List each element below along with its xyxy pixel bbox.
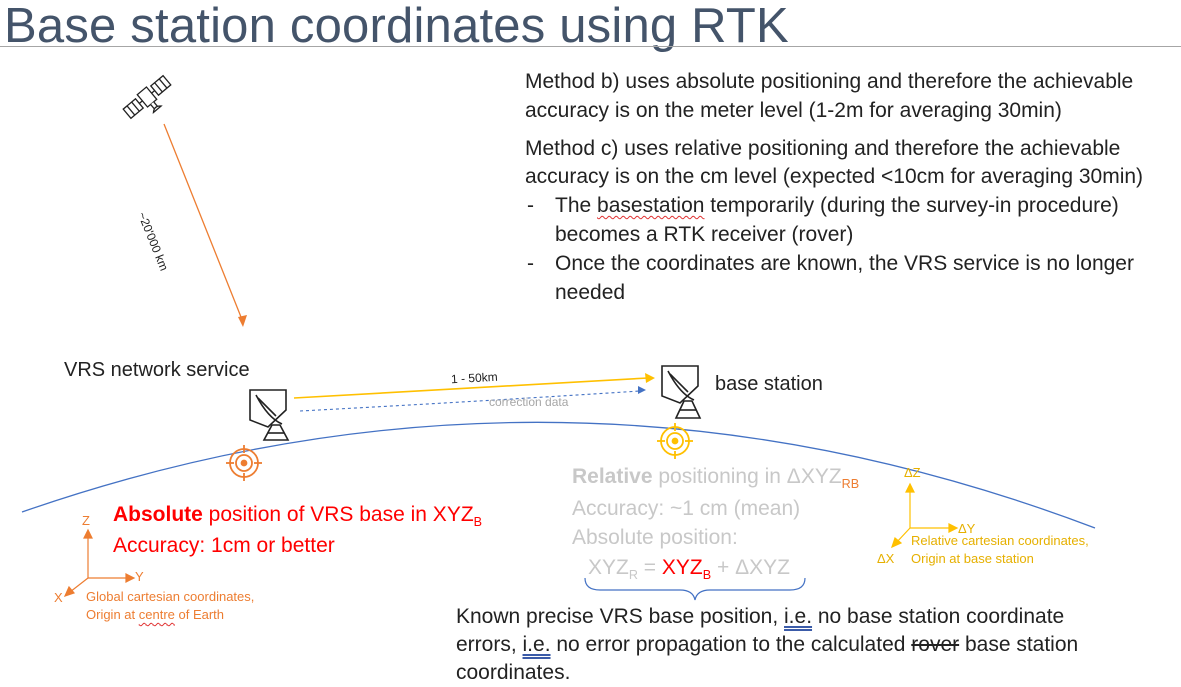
relative-title: Relative positioning in ΔXYZRB (572, 465, 859, 491)
absolute-bold: Absolute (113, 503, 203, 526)
relative-caption-1: Relative cartesian coordinates, (911, 533, 1089, 548)
bullet-2-line2: needed (555, 281, 626, 304)
page-title: Base station coordinates using RTK (4, 0, 789, 53)
global-caption-2: Origin at centre of Earth (86, 607, 224, 622)
bullet-dash: - (527, 194, 534, 217)
relative-equation: XYZR = XYZB + ΔXYZ (588, 556, 790, 582)
bullet-1-pre: The (555, 194, 598, 217)
relative-axes (891, 482, 959, 549)
bullet-1-squiggle: basestation (597, 194, 705, 217)
absolute-accuracy: Accuracy: 1cm or better (113, 534, 335, 557)
target-icon (226, 445, 262, 481)
relative-rest: positioning in ΔXYZ (652, 465, 842, 488)
relative-absolute-label: Absolute position: (572, 526, 738, 549)
base-station-label: base station (715, 373, 823, 395)
bullet-2-line1: Once the coordinates are known, the VRS … (555, 252, 1134, 275)
bullet-1-post: temporarily (during the survey-in proced… (704, 194, 1119, 217)
correction-data-arrow (299, 390, 641, 412)
link-arrow (293, 377, 649, 399)
bullet-1-line2: becomes a RTK receiver (rover) (555, 223, 854, 246)
link-distance-label: 1 - 50km (450, 369, 499, 387)
eq-lhs: XYZ (588, 556, 629, 579)
eq-equals: = (637, 556, 662, 579)
eq-xyzb-sub: B (702, 568, 712, 583)
known-ie-2: i.e. (522, 633, 551, 656)
method-c-line1: Method c) uses relative positioning and … (525, 137, 1121, 160)
relative-sub: RB (841, 477, 860, 492)
target-icon (657, 423, 693, 459)
method-b-line1: Method b) uses absolute positioning and … (525, 70, 1134, 93)
eq-lhs-sub: R (628, 568, 638, 583)
dish-antenna-icon (249, 389, 290, 441)
known-line2-pre: errors, (456, 633, 523, 656)
arrow-head (238, 315, 247, 327)
relative-axis-x: ΔX (877, 551, 895, 566)
global-axes (63, 528, 136, 597)
known-line2: errors, i.e. no error propagation to the… (456, 630, 1078, 659)
vrs-label: VRS network service (64, 359, 250, 381)
global-axis-y: Y (135, 569, 144, 584)
title-divider (0, 46, 1181, 47)
known-line3: coordinates. (456, 661, 571, 684)
absolute-position-title: Absolute position of VRS base in XYZB (113, 503, 482, 529)
equation-brace (584, 577, 806, 601)
known-line1-post: no base station coordinate (812, 605, 1065, 628)
relative-axis-y: ΔY (958, 521, 976, 536)
eq-xyzb: XYZ (661, 556, 703, 579)
satellite-signal-arrow (163, 123, 244, 323)
absolute-rest: position of VRS base in XYZ (202, 503, 474, 526)
global-caption-2-squiggle: centre (138, 607, 175, 622)
method-b-line2: accuracy is on the meter level (1-2m for… (525, 99, 1062, 122)
global-caption-2-pre: Origin at (86, 607, 139, 622)
earth-surface-arc (21, 421, 1096, 529)
satellite-icon (122, 74, 172, 120)
relative-accuracy: Accuracy: ~1 cm (mean) (572, 497, 801, 520)
arrow-head (638, 386, 646, 394)
known-line2-post: base station (959, 633, 1079, 656)
method-c-line2: accuracy is on the cm level (expected <1… (525, 165, 1144, 188)
known-ie-1: i.e. (784, 605, 813, 628)
known-line1: Known precise VRS base position, i.e. no… (456, 602, 1064, 631)
dish-antenna-icon (661, 365, 702, 419)
global-caption-2-post: of Earth (174, 607, 225, 622)
correction-data-label: correction data (489, 395, 569, 409)
known-line1-pre: Known precise VRS base position, (456, 605, 785, 628)
global-axis-z: Z (82, 513, 90, 528)
relative-bold: Relative (572, 465, 653, 488)
known-line2-mid: no error propagation to the calculated (550, 633, 912, 656)
global-caption-1: Global cartesian coordinates, (86, 589, 255, 604)
global-axis-x: X (54, 590, 63, 605)
relative-caption-2: Origin at base station (911, 551, 1034, 566)
absolute-sub: B (473, 515, 483, 530)
eq-rest: + ΔXYZ (711, 556, 790, 579)
relative-axis-z: ΔZ (904, 465, 921, 480)
bullet-1-line1: The basestation temporarily (during the … (555, 191, 1119, 220)
bullet-dash: - (527, 252, 534, 275)
known-strike: rover (911, 633, 960, 656)
arrow-head (645, 373, 655, 383)
